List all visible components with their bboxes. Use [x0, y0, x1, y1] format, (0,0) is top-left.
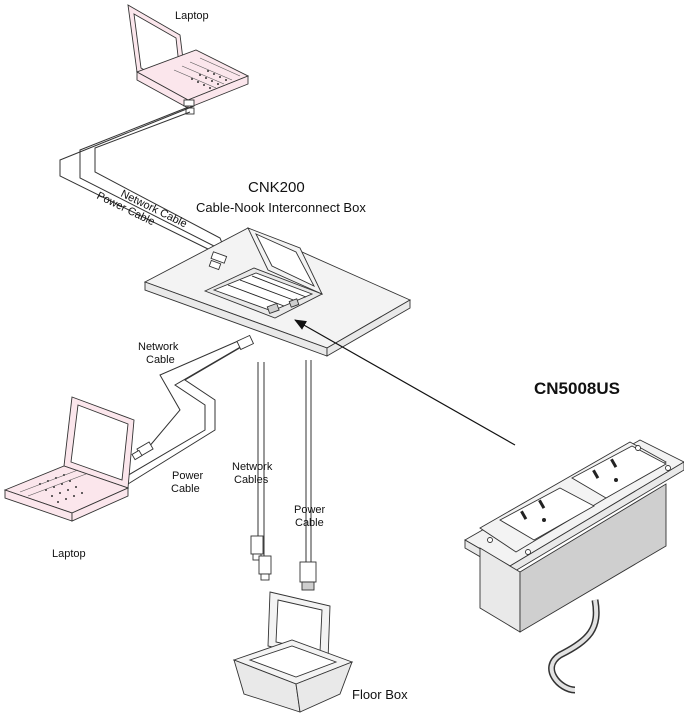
label-laptop-top: Laptop: [175, 10, 209, 22]
floor-cables: [250, 360, 317, 591]
label-power-cable-bottom-1: Power: [294, 504, 326, 516]
label-floor-box: Floor Box: [352, 687, 408, 702]
label-network-cables-1: Network: [232, 461, 273, 473]
top-cable-plugs: [208, 251, 228, 271]
label-power-cable-bottom-2: Cable: [295, 517, 324, 529]
label-cnk-model: CNK200: [248, 179, 305, 196]
cnk200-box-illustration: [143, 227, 411, 357]
label-laptop-left: Laptop: [52, 548, 86, 560]
label-power-cable-left-2: Cable: [171, 483, 200, 495]
label-power-cable-left-1: Power: [172, 470, 204, 482]
pointer-arrow: [294, 319, 516, 446]
cn5008us-outlet-illustration: [464, 439, 684, 694]
laptop-top-illustration: [127, 4, 250, 115]
label-network-cable-left-1: Network: [138, 341, 179, 353]
label-network-cable-left-2: Cable: [146, 354, 175, 366]
laptop-left-illustration: [3, 396, 135, 522]
label-cn-model: CN5008US: [534, 379, 620, 398]
label-network-cables-2: Cables: [234, 474, 269, 486]
label-cnk-desc: Cable-Nook Interconnect Box: [196, 200, 366, 215]
floor-box-illustration: [232, 591, 354, 713]
top-laptop-cables: [59, 105, 229, 265]
